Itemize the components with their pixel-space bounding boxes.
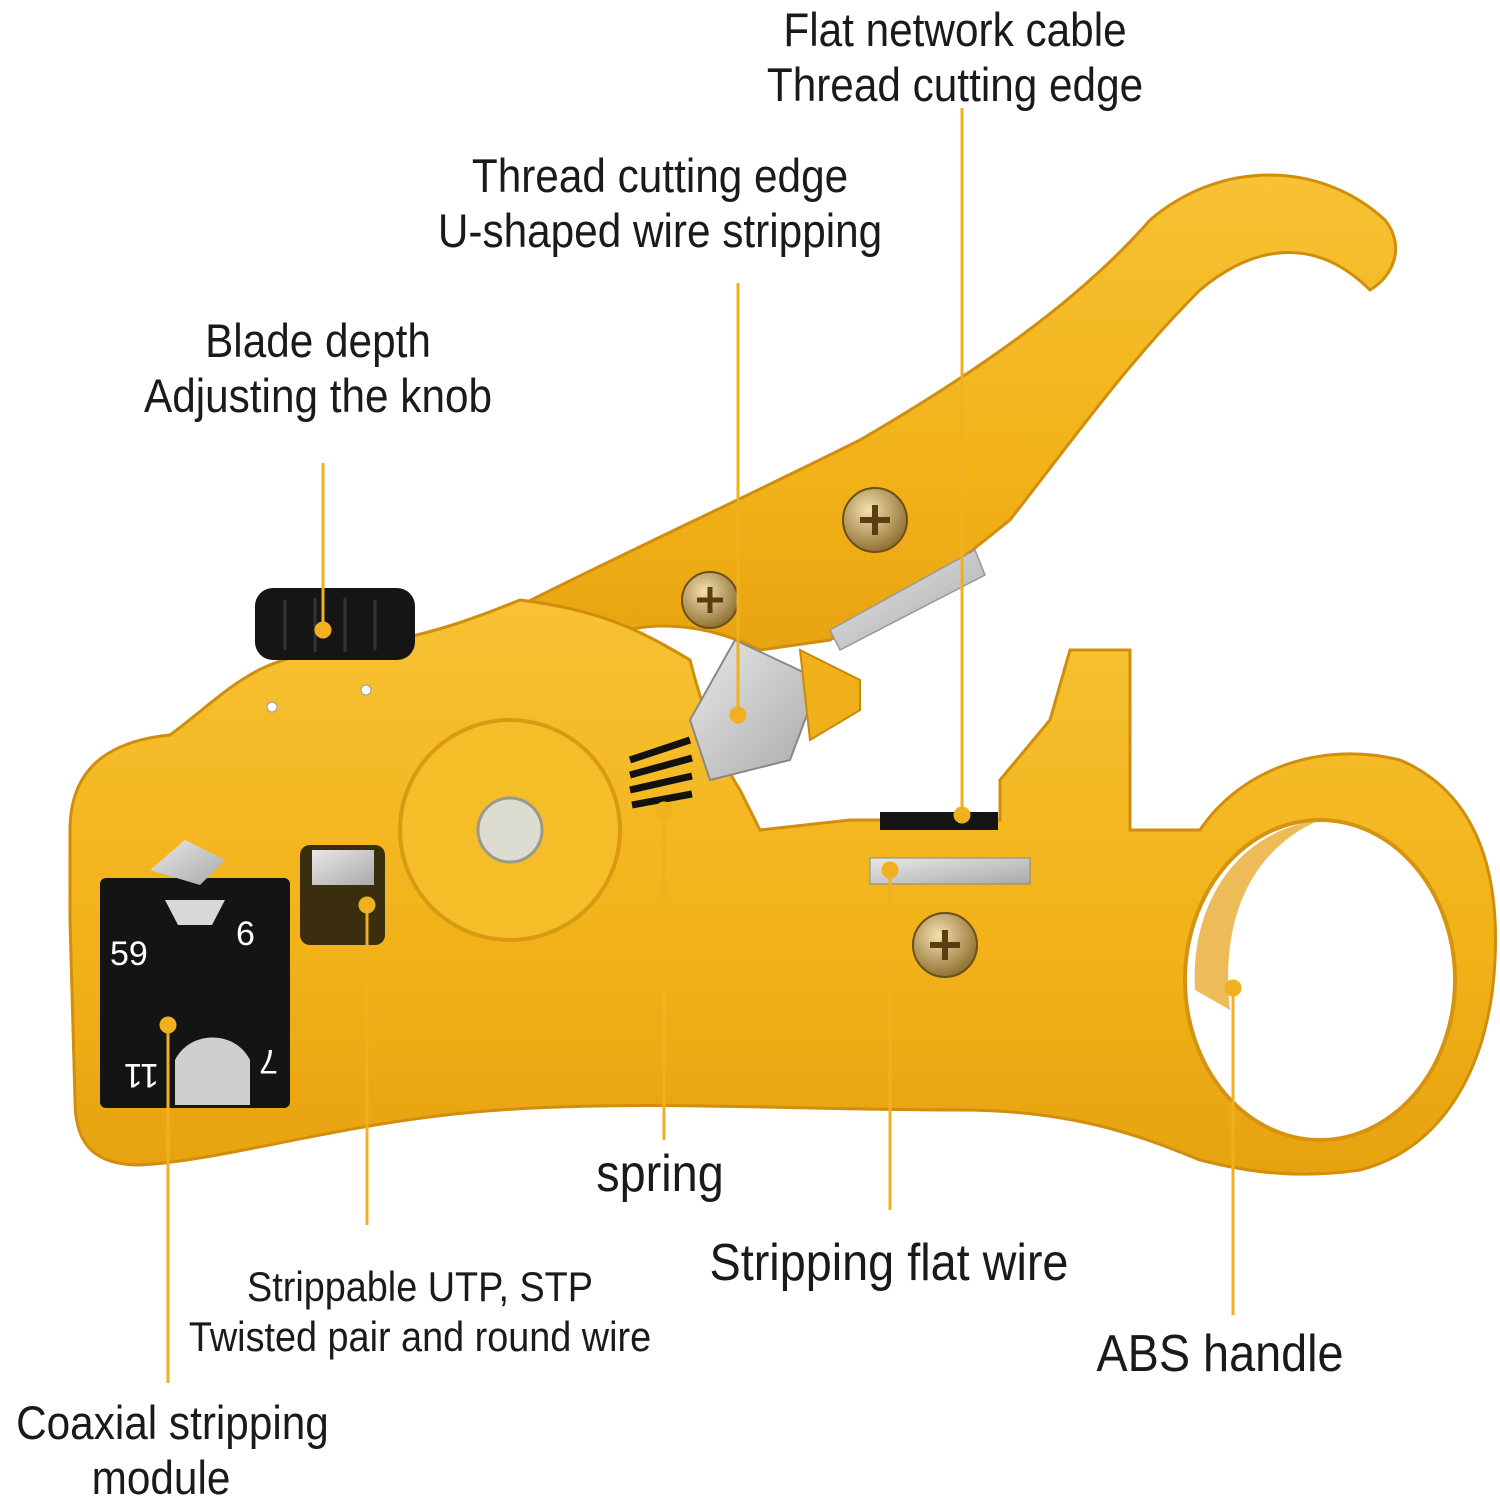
label-blade-depth: Blade depth Adjusting the knob <box>138 313 498 424</box>
upper-lever-arm <box>399 173 1398 672</box>
u-shaped-blade <box>688 638 822 782</box>
label-stripping-flat-wire: Stripping flat wire <box>709 1234 1069 1292</box>
label-strippable-utp: Strippable UTP, STP Twisted pair and rou… <box>186 1262 654 1361</box>
flat-wire-upper-blade <box>880 812 998 830</box>
label-flat-network-line1: Flat network cable <box>783 3 1127 56</box>
screw-middle <box>681 571 739 629</box>
label-coaxial-line1: Coaxial stripping <box>16 1396 329 1449</box>
label-thread-cutting-edge: Thread cutting edge U-shaped wire stripp… <box>426 148 894 259</box>
main-body <box>68 598 1498 1176</box>
die-number-6: 6 <box>236 915 255 953</box>
screw-upper <box>842 487 908 553</box>
label-blade-depth-line1: Blade depth <box>205 314 431 367</box>
coax-die-top-blade <box>150 840 225 885</box>
label-thread-cutting-line1: Thread cutting edge <box>471 149 849 202</box>
blade-depth-knob <box>255 588 415 660</box>
label-blade-depth-line2: Adjusting the knob <box>143 369 493 423</box>
screw-lower <box>912 912 978 978</box>
die-number-7: 7 <box>259 1042 278 1080</box>
knob-ridges <box>283 598 377 652</box>
flat-cable-blade <box>829 548 986 652</box>
round-wire-blade <box>312 850 374 885</box>
label-spring: spring <box>596 1145 724 1203</box>
die-number-59: 59 <box>110 935 148 973</box>
handle-ring-inner-shade <box>1194 820 1320 1010</box>
spring <box>628 736 693 809</box>
coax-die-lower-notch <box>175 1037 250 1105</box>
die-number-11: 11 <box>124 1056 159 1094</box>
label-coaxial-stripping: Coaxial stripping module <box>16 1395 329 1506</box>
label-strippable-utp-line1: Strippable UTP, STP <box>247 1263 593 1310</box>
body-pin-right <box>360 684 372 696</box>
label-coaxial-line2: module <box>91 1451 231 1505</box>
label-thread-cutting-line2: U-shaped wire stripping <box>437 204 883 258</box>
label-strippable-utp-line2: Twisted pair and round wire <box>188 1312 652 1360</box>
body-pin-left <box>266 701 278 713</box>
coax-die-upper-notch <box>165 900 225 925</box>
label-abs-handle: ABS handle <box>1096 1325 1344 1383</box>
leader-lines <box>159 108 1242 1383</box>
label-flat-network-cable: Flat network cable Thread cutting edge <box>766 2 1144 113</box>
blade-holder <box>798 648 861 742</box>
label-flat-network-line2: Thread cutting edge <box>766 58 1144 112</box>
pivot-rivet <box>476 796 544 864</box>
